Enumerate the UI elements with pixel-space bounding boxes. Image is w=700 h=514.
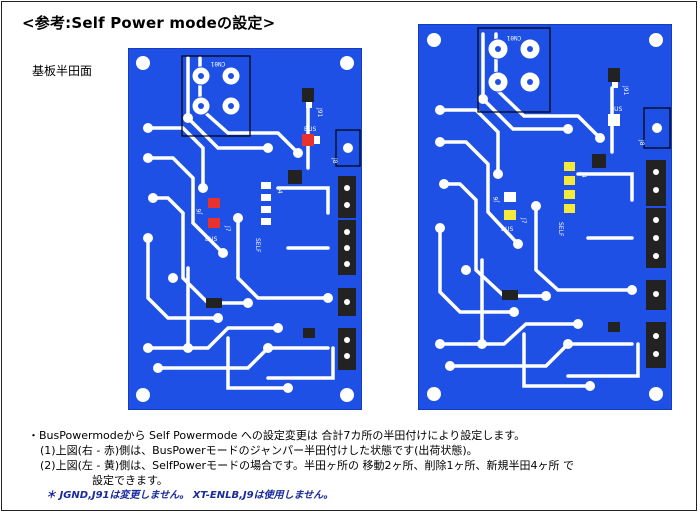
cn01-label: CN01 [210,60,225,67]
bus-label-top: BUS [304,126,317,133]
bus-label-bottom-right: BUS [501,226,514,233]
page-title: <参考:Self Power modeの設定> [22,14,276,32]
j91-label-right: J91 [622,85,629,96]
yellow-jumper-5 [564,204,575,213]
self-label-right: SELF [557,222,564,237]
j91-label: J91 [316,107,323,118]
yellow-jumper-4 [564,190,575,199]
red-jumper-1 [302,134,314,146]
j6-label-right: J6 [493,196,500,203]
j4-label: J4 [276,187,283,194]
board-side-label: 基板半田面 [32,64,93,78]
cn01-label-right: CN01 [506,34,521,41]
note-line-2: (1)上図(右 - 赤)側は、BusPowerモードのジャンパー半田付けした状態… [40,444,478,457]
j8-label: J8 [331,157,338,164]
j8-label-right: J8 [638,139,645,146]
note-line-3: (2)上図(左 - 黄)側は、SelfPowerモードの場合です。半田ヶ所の 移… [40,459,574,472]
bus-label-top-right: BUS [610,106,623,113]
pcb-image-bus-power: CN01 J91 BUS J8 J6 J7 BUS SELF J4 [128,48,362,410]
j7-label-right: J7 [520,217,527,224]
yellow-jumper-3 [564,176,575,185]
j6-label: J6 [196,208,203,215]
yellow-jumper-1 [504,210,516,220]
self-label: SELF [254,238,261,253]
pcb-image-self-power: CN01 J91 BUS J8 J6 J7 BUS SELF J4 [418,24,672,410]
red-jumper-3 [208,218,220,228]
note-line-5: ＊ JGND,J91は変更しません。 XT-ENLB,J9は使用しません。 [46,490,334,501]
j7-label: J7 [224,225,231,232]
bus-label-bottom: BUS [205,236,218,243]
j4-label-right: J4 [580,171,587,178]
notes-block: ・BusPowermodeから Self Powermode への設定変更は 合… [28,428,688,503]
red-jumper-2 [208,198,220,208]
note-line-4: 設定できます。 [92,474,168,487]
yellow-jumper-2 [564,162,575,171]
note-line-1: ・BusPowermodeから Self Powermode への設定変更は 合… [28,429,526,442]
